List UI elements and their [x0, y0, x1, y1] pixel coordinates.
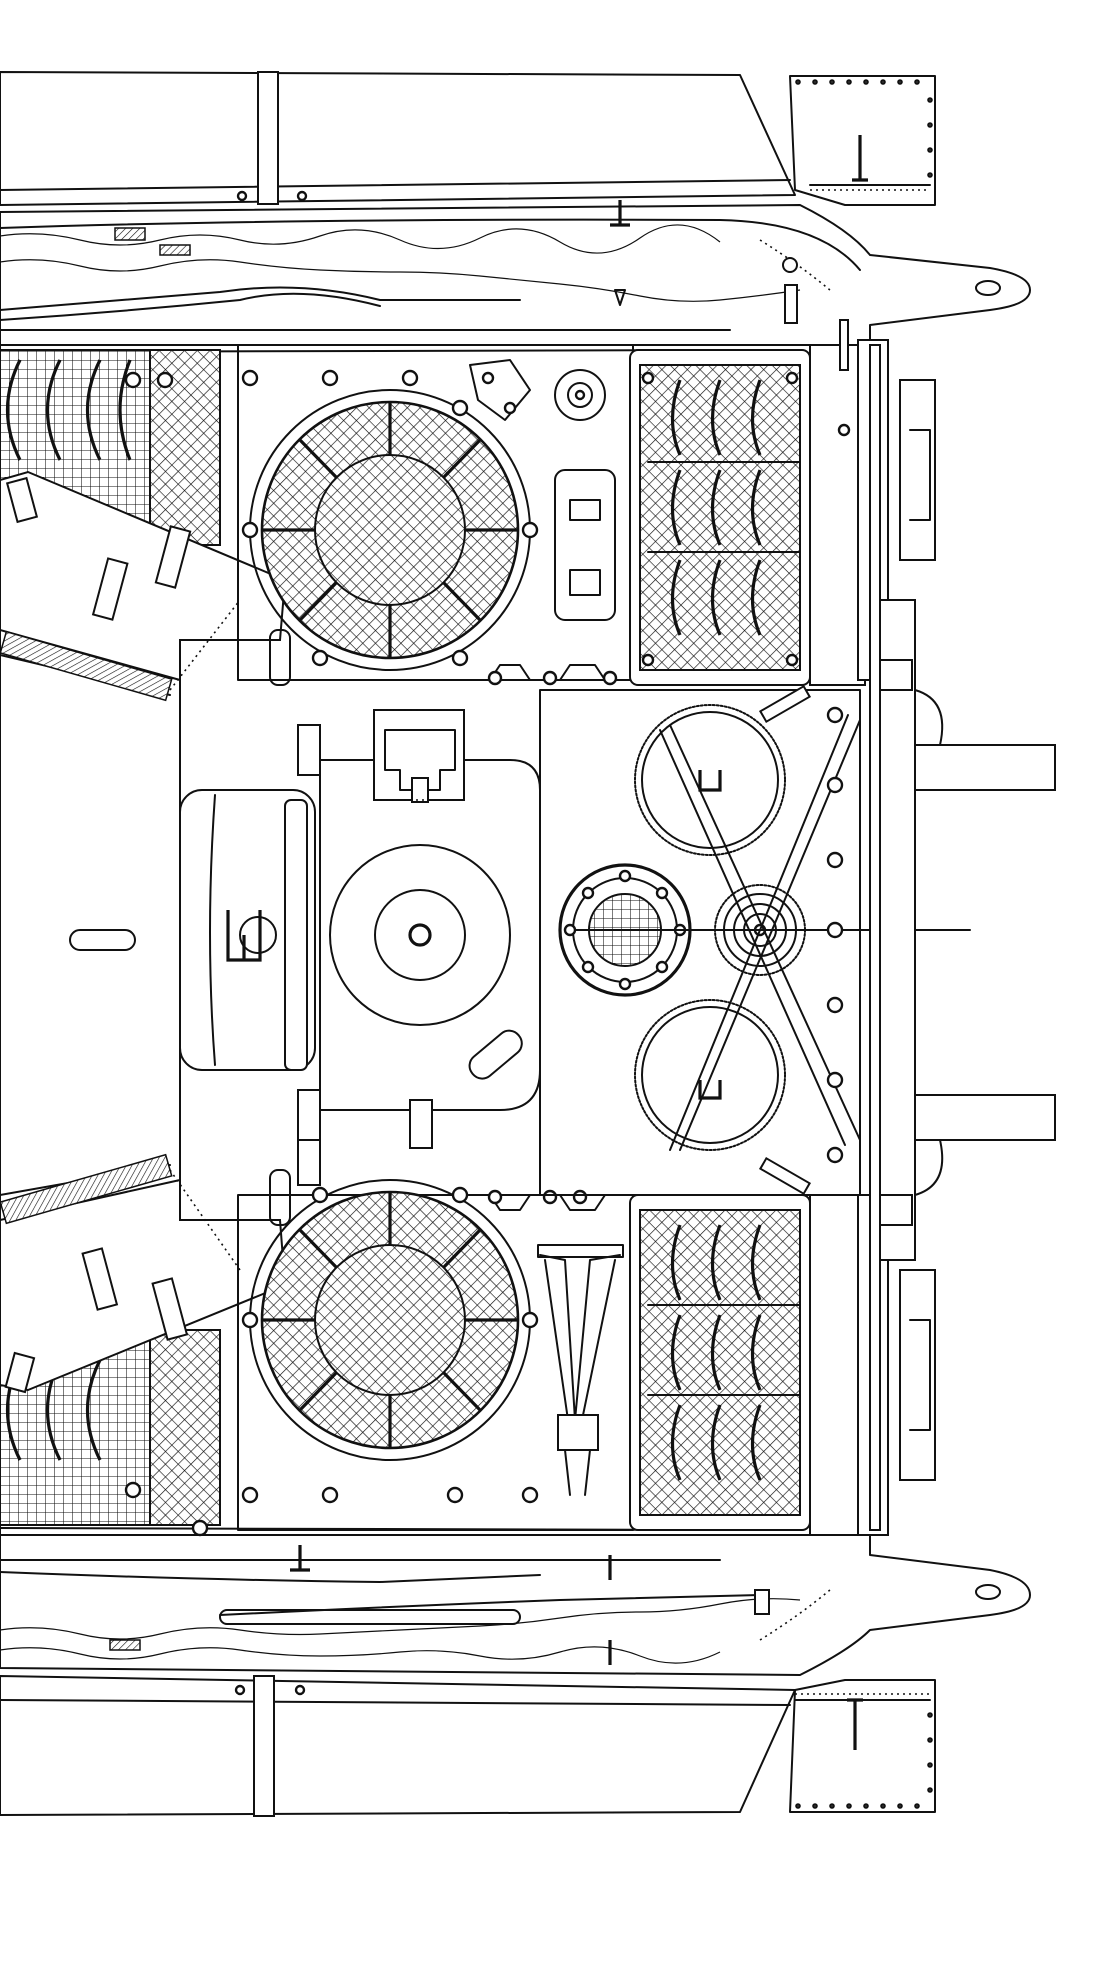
fire-extinguisher [297, 1139, 321, 1186]
exhaust-pipe-lower [914, 1094, 1056, 1196]
rear-hull-plate [869, 344, 1056, 1531]
lower-fan-grille [237, 1179, 634, 1531]
turret-rear-bustle [0, 470, 287, 1394]
rear-mudflap-lower [789, 1679, 936, 1813]
tow-lug-upper [899, 379, 936, 561]
lower-cable-run [0, 1534, 1031, 1676]
rear-mudflap-upper [789, 75, 936, 206]
engine-access-hatch [179, 629, 321, 1226]
center-gear-plate [539, 684, 971, 1196]
upper-radiator [629, 319, 889, 686]
upper-fan-grille [237, 344, 641, 686]
engine-inspection-hatch [319, 709, 541, 1149]
lower-radiator [629, 1194, 889, 1536]
tow-bar-cross [574, 684, 971, 1196]
lower-track-guard [0, 1675, 936, 1817]
mudflap-rivets-lower [795, 1712, 933, 1809]
tool-clamp-pliers [537, 1244, 624, 1496]
upper-cable-run [0, 200, 1031, 346]
exhaust-pipe-upper [914, 689, 1056, 791]
mudflap-rivets-upper [795, 79, 933, 178]
tow-lug-lower [899, 1269, 936, 1481]
large-toothed-cover-upper [634, 704, 786, 856]
upper-track-guard [0, 71, 936, 206]
large-toothed-cover-lower [634, 999, 786, 1151]
